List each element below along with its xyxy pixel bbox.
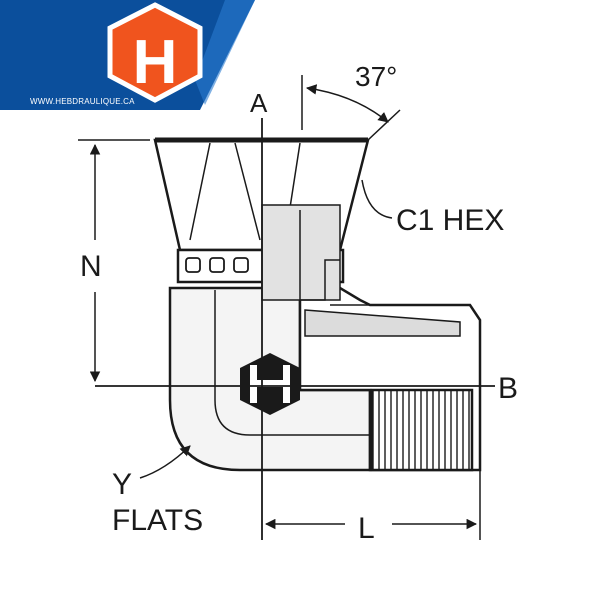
- brand-url: WWW.HEBDRAULIQUE.CA: [30, 97, 135, 106]
- axis-b-label: B: [498, 372, 518, 405]
- flats-label: FLATS: [112, 504, 203, 537]
- logo-letter: H: [133, 28, 178, 97]
- hex-logo-icon: H: [107, 2, 203, 103]
- dimension-n: [78, 139, 150, 383]
- angle-label: 37°: [355, 61, 397, 92]
- angle-dimension: [301, 75, 401, 141]
- hebdraulique-symbol-icon: [240, 353, 300, 415]
- logo-banner: H WWW.HEBDRAULIQUE.CA: [0, 0, 255, 110]
- y-flats-leader: [139, 445, 191, 479]
- male-thread: [370, 388, 474, 472]
- c1-hex-leader: [361, 179, 393, 219]
- c1-hex-label: C1 HEX: [396, 204, 504, 237]
- dimension-l: [264, 470, 481, 540]
- axis-a-label: A: [250, 88, 268, 118]
- flats-y-label: Y: [112, 468, 132, 501]
- dim-l-label: L: [358, 512, 375, 545]
- dim-n-label: N: [80, 250, 102, 283]
